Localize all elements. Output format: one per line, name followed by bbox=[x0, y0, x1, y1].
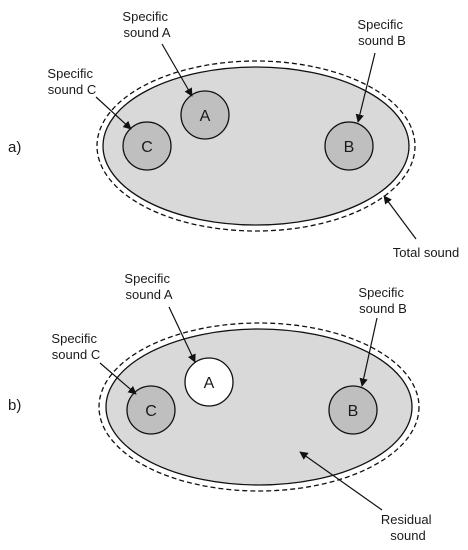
specific-sound-circle-b: B bbox=[328, 385, 378, 435]
circle-label-a: A bbox=[200, 108, 211, 125]
residual-outer-dashed-ellipse bbox=[98, 322, 420, 492]
circle-label-c: C bbox=[141, 139, 153, 156]
specific-sound-circle-b: B bbox=[324, 121, 374, 171]
total-sound-ellipse bbox=[102, 66, 410, 226]
arrow-residual-sound bbox=[299, 451, 383, 511]
callout-specific-sound-b: Specific sound B bbox=[357, 17, 406, 48]
arrow-specific-sound-b bbox=[359, 317, 378, 387]
circle-label-b: B bbox=[344, 139, 355, 156]
arrow-total-sound bbox=[383, 195, 417, 240]
circle-label-c: C bbox=[145, 403, 157, 420]
panel-a: a) A C B Specific sound A Specific sound… bbox=[8, 9, 459, 260]
callout-total-sound: Total sound bbox=[393, 245, 460, 260]
residual-sound-ellipse bbox=[105, 328, 413, 486]
callout-specific-sound-a: Specific sound A bbox=[122, 9, 171, 40]
panel-b: b) A C B Specific sound A Specific sound… bbox=[8, 271, 435, 543]
callout-specific-sound-a: Specific sound A bbox=[124, 271, 173, 302]
circle-label-b: B bbox=[348, 403, 359, 420]
panel-b-label: b) bbox=[8, 397, 21, 414]
arrow-specific-sound-a bbox=[168, 306, 196, 363]
callout-specific-sound-b: Specific sound B bbox=[358, 285, 407, 316]
arrow-specific-sound-c bbox=[95, 96, 132, 130]
panel-a-label: a) bbox=[8, 139, 21, 156]
arrow-specific-sound-c bbox=[99, 362, 137, 395]
callout-specific-sound-c: Specific sound C bbox=[47, 66, 96, 97]
total-sound-outer-dashed-ellipse bbox=[96, 60, 416, 232]
arrow-specific-sound-b bbox=[355, 52, 376, 123]
specific-sound-circle-a: A bbox=[180, 90, 230, 140]
callout-residual-sound: Residual sound bbox=[381, 512, 435, 543]
specific-sound-circle-c: C bbox=[122, 121, 172, 171]
specific-sound-circle-a-removed: A bbox=[184, 357, 234, 407]
arrow-specific-sound-a bbox=[161, 43, 193, 97]
circle-label-a: A bbox=[204, 375, 215, 392]
callout-specific-sound-c: Specific sound C bbox=[51, 331, 100, 362]
specific-sound-circle-c: C bbox=[126, 385, 176, 435]
